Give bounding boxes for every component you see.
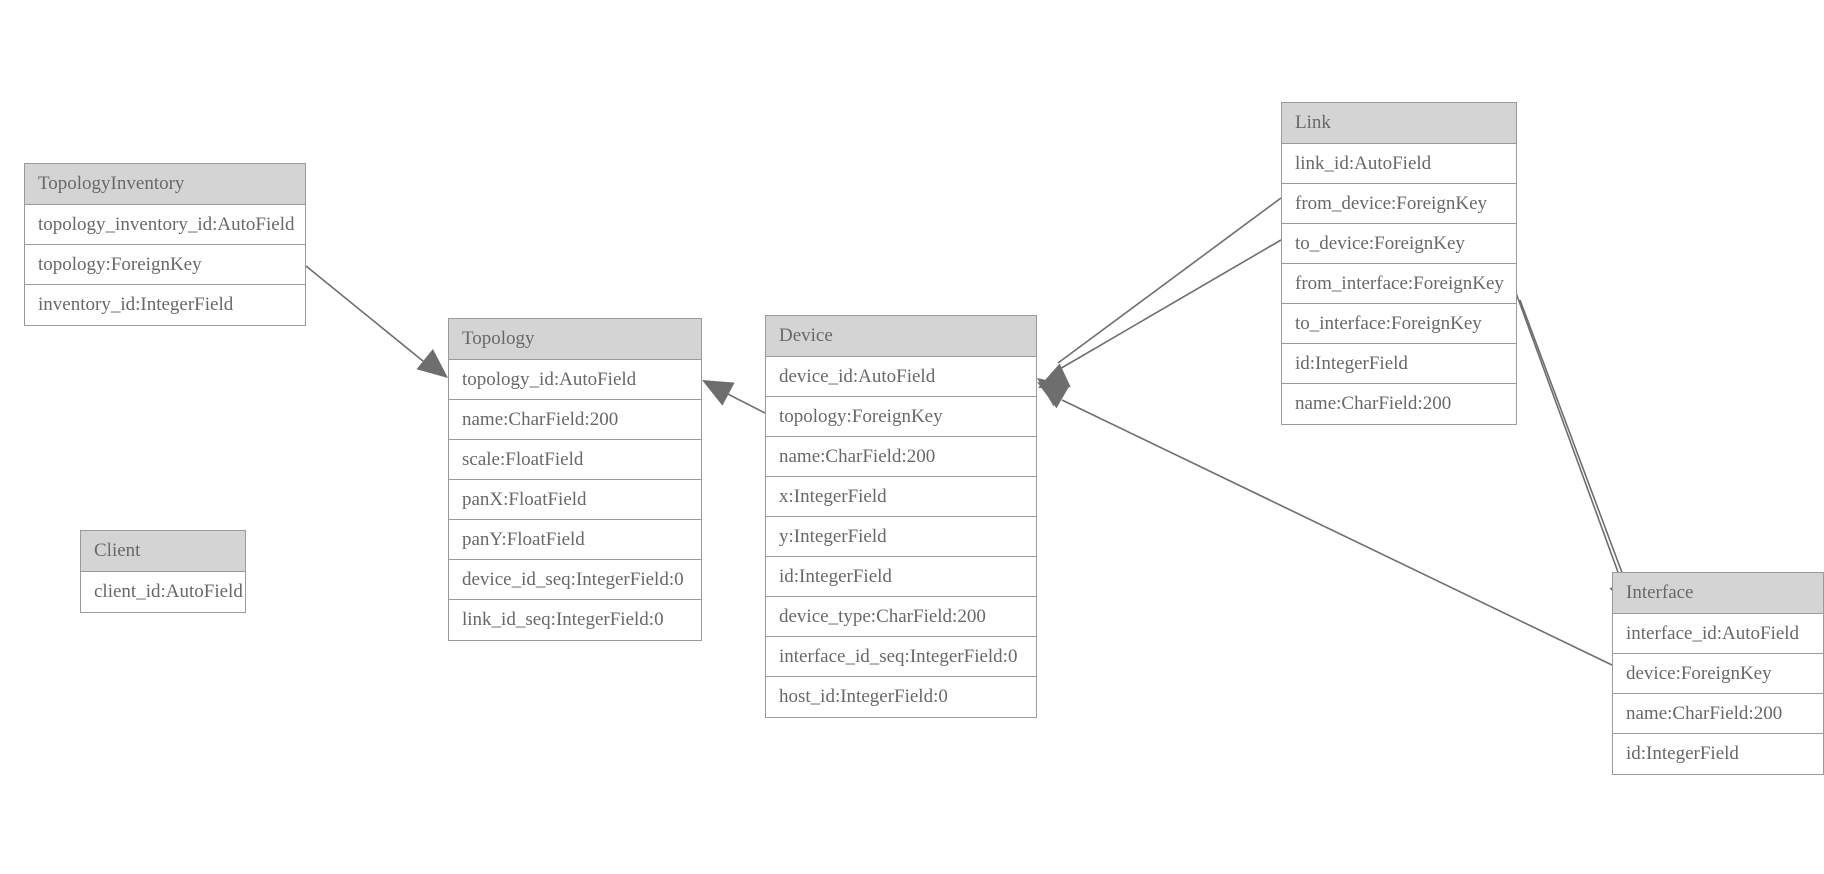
edge-interface-device-device — [1061, 399, 1613, 666]
entity-field: name:CharField:200 — [449, 400, 701, 440]
entity-field: topology_inventory_id:AutoField — [25, 205, 305, 245]
edge-link-fromdevice-device — [1057, 197, 1282, 364]
entity-title-topology-inventory: TopologyInventory — [25, 164, 305, 205]
entity-field: topology:ForeignKey — [25, 245, 305, 285]
entity-field: from_device:ForeignKey — [1282, 184, 1516, 224]
edge-link-frominterface-interface — [1511, 281, 1627, 595]
edge-link-tointerface-interface — [1519, 299, 1631, 595]
entity-field: device:ForeignKey — [1613, 654, 1823, 694]
edge-link-todevice-device-arrowhead — [1037, 382, 1070, 409]
entity-field: name:CharField:200 — [1613, 694, 1823, 734]
entity-field: scale:FloatField — [449, 440, 701, 480]
entity-field: panY:FloatField — [449, 520, 701, 560]
entity-field: panX:FloatField — [449, 480, 701, 520]
entity-field: id:IntegerField — [1282, 344, 1516, 384]
edge-topologyinventory-topology-arrowhead — [416, 349, 448, 378]
entity-field: inventory_id:IntegerField — [25, 285, 305, 325]
entity-title-link: Link — [1282, 103, 1516, 144]
entity-field: device_id_seq:IntegerField:0 — [449, 560, 701, 600]
edge-link-todevice-device — [1057, 239, 1282, 371]
entity-title-client: Client — [81, 531, 245, 572]
entity-field: from_interface:ForeignKey — [1282, 264, 1516, 304]
entity-field: link_id_seq:IntegerField:0 — [449, 600, 701, 640]
entity-field: id:IntegerField — [766, 557, 1036, 597]
edge-device-topology-arrowhead — [702, 380, 735, 406]
entity-field: topology_id:AutoField — [449, 360, 701, 400]
edge-link-fromdevice-device-arrowhead — [1037, 378, 1069, 407]
entity-field: device_type:CharField:200 — [766, 597, 1036, 637]
edge-topologyinventory-topology — [305, 265, 435, 371]
entity-field: name:CharField:200 — [1282, 384, 1516, 424]
entity-field: y:IntegerField — [766, 517, 1036, 557]
entity-field: to_interface:ForeignKey — [1282, 304, 1516, 344]
entity-title-interface: Interface — [1613, 573, 1823, 614]
entity-field: link_id:AutoField — [1282, 144, 1516, 184]
entity-field: device_id:AutoField — [766, 357, 1036, 397]
entity-field: topology:ForeignKey — [766, 397, 1036, 437]
entity-field: to_device:ForeignKey — [1282, 224, 1516, 264]
entity-field: x:IntegerField — [766, 477, 1036, 517]
entity-field: host_id:IntegerField:0 — [766, 677, 1036, 717]
edge-interface-device-device-arrowhead — [1038, 363, 1071, 388]
entity-field: client_id:AutoField — [81, 572, 245, 612]
entity-field: interface_id:AutoField — [1613, 614, 1823, 654]
entity-title-device: Device — [766, 316, 1036, 357]
entity-field: name:CharField:200 — [766, 437, 1036, 477]
edge-device-topology — [719, 389, 766, 414]
entity-field: interface_id_seq:IntegerField:0 — [766, 637, 1036, 677]
entity-field: id:IntegerField — [1613, 734, 1823, 774]
entity-title-topology: Topology — [449, 319, 701, 360]
